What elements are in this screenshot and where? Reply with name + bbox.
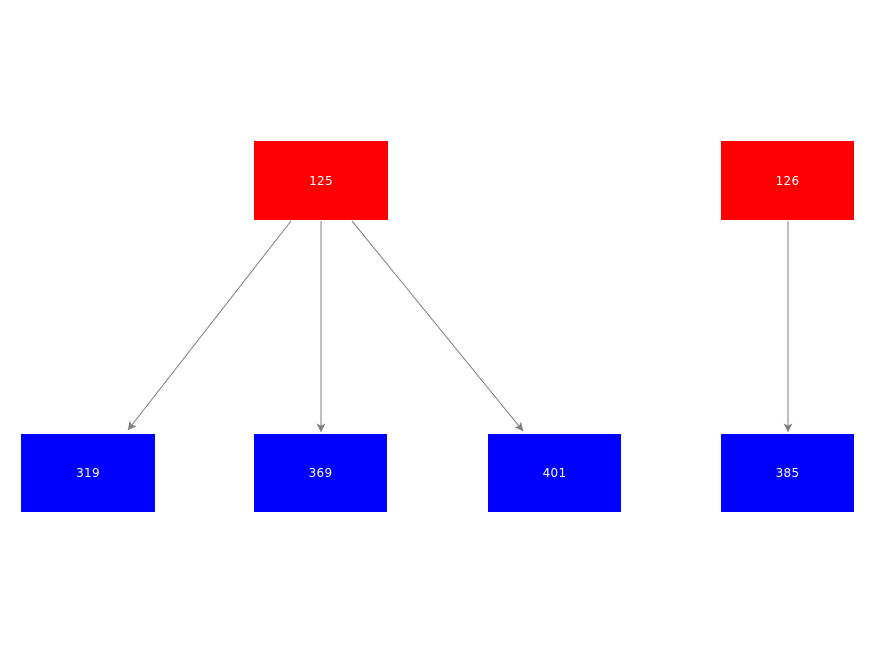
node-125[interactable]: 125 [254,141,388,220]
node-401[interactable]: 401 [488,434,621,512]
edge-group [127,220,793,433]
node-label: 126 [775,173,800,188]
node-label: 401 [542,466,567,480]
node-126[interactable]: 126 [721,141,854,220]
edge-125-to-319 [127,220,292,431]
node-319[interactable]: 319 [21,434,155,512]
node-label: 125 [309,173,333,188]
edge-125-to-401 [351,220,524,432]
node-label: 369 [308,466,333,480]
node-label: 319 [76,466,100,480]
node-385[interactable]: 385 [721,434,854,512]
node-label: 385 [775,466,800,480]
node-369[interactable]: 369 [254,434,387,512]
